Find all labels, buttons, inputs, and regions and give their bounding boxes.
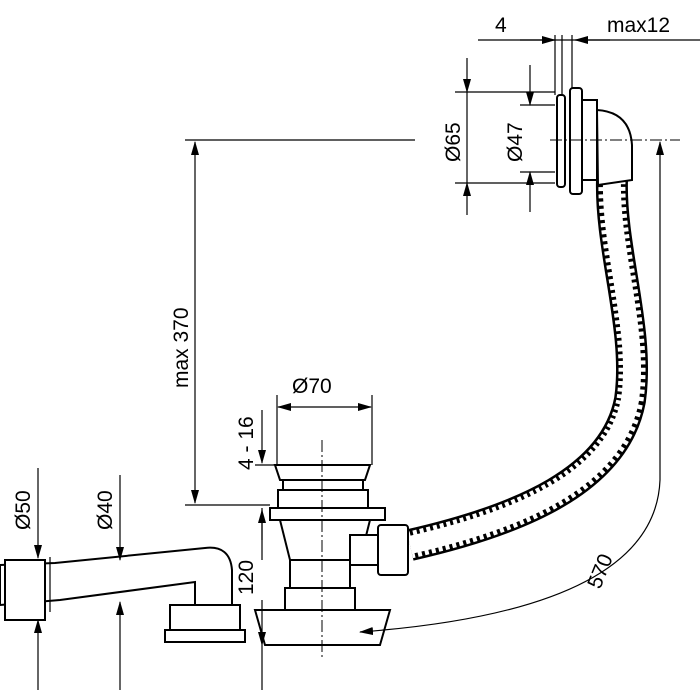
flexible-hose bbox=[406, 179, 649, 561]
dim-overflow-inner: Ø47 bbox=[504, 122, 527, 162]
dim-hose-length: 570 bbox=[583, 551, 617, 592]
dim-trap-height: 120 bbox=[235, 560, 258, 595]
dim-outlet-inner: Ø40 bbox=[94, 490, 117, 530]
dim-overflow-outer: Ø65 bbox=[442, 122, 465, 162]
drain-trap bbox=[164, 440, 409, 660]
overflow-head bbox=[550, 87, 680, 195]
dimension-lines bbox=[34, 35, 700, 690]
outlet-pipe bbox=[0, 546, 233, 621]
dim-bath-thickness: 4 - 16 bbox=[235, 416, 258, 470]
dim-outlet-outer: Ø50 bbox=[12, 490, 35, 530]
dim-height-max: max 370 bbox=[170, 307, 193, 388]
dim-wall-max: max12 bbox=[607, 14, 670, 37]
dim-plate-thickness: 4 bbox=[495, 14, 507, 37]
dim-drain-diameter: Ø70 bbox=[292, 375, 332, 398]
